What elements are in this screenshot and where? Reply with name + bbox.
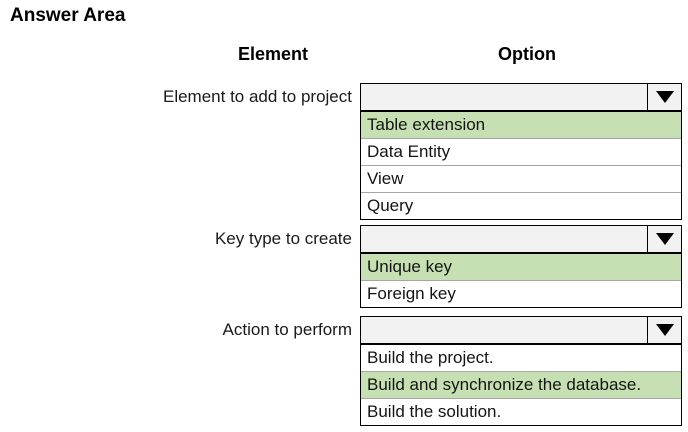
option-view[interactable]: View xyxy=(361,165,681,192)
caret-down-icon xyxy=(655,91,674,103)
option-build-project[interactable]: Build the project. xyxy=(367,348,494,367)
option-query[interactable]: Query xyxy=(361,192,681,219)
dropdown-arrow-button[interactable] xyxy=(647,317,681,343)
option-data-entity[interactable]: Data Entity xyxy=(361,138,681,165)
row-label-element-to-add: Element to add to project xyxy=(162,87,352,106)
dropdown-action[interactable] xyxy=(360,316,682,344)
column-header-option: Option xyxy=(498,44,556,64)
dropdown-group-key-type: Unique key Foreign key xyxy=(360,225,682,308)
option-unique-key[interactable]: Unique key xyxy=(361,254,681,280)
dropdown-arrow-button[interactable] xyxy=(647,84,681,110)
dropdown-arrow-button[interactable] xyxy=(647,226,681,252)
dropdown-element-to-add[interactable] xyxy=(360,83,682,111)
answer-area-title: Answer Area xyxy=(10,5,126,26)
caret-down-icon xyxy=(655,324,674,336)
caret-down-icon xyxy=(655,233,674,245)
option-foreign-key[interactable]: Foreign key xyxy=(361,280,681,307)
dropdown-group-element-to-add: Table extension Data Entity View Query xyxy=(360,83,682,220)
option-build-sync-database[interactable]: Build and synchronize the database. xyxy=(361,371,681,398)
dropdown-group-action: Build the project. Build and synchronize… xyxy=(360,316,682,426)
dropdown-selected-value xyxy=(361,84,647,110)
row-label-key-type: Key type to create xyxy=(214,229,352,248)
dropdown-key-type[interactable] xyxy=(360,225,682,253)
option-build-solution[interactable]: Build the solution. xyxy=(361,398,681,425)
column-header-element: Element xyxy=(238,44,309,64)
row-label-action: Action to perform xyxy=(222,320,352,339)
dropdown-selected-value xyxy=(361,226,647,252)
dropdown-selected-value xyxy=(361,317,647,343)
option-table-extension[interactable]: Table extension xyxy=(361,112,681,138)
dropdown-options-list: Build the project. Build and synchronize… xyxy=(360,344,682,426)
dropdown-options-list: Table extension Data Entity View Query xyxy=(360,111,682,220)
dropdown-options-list: Unique key Foreign key xyxy=(360,253,682,308)
